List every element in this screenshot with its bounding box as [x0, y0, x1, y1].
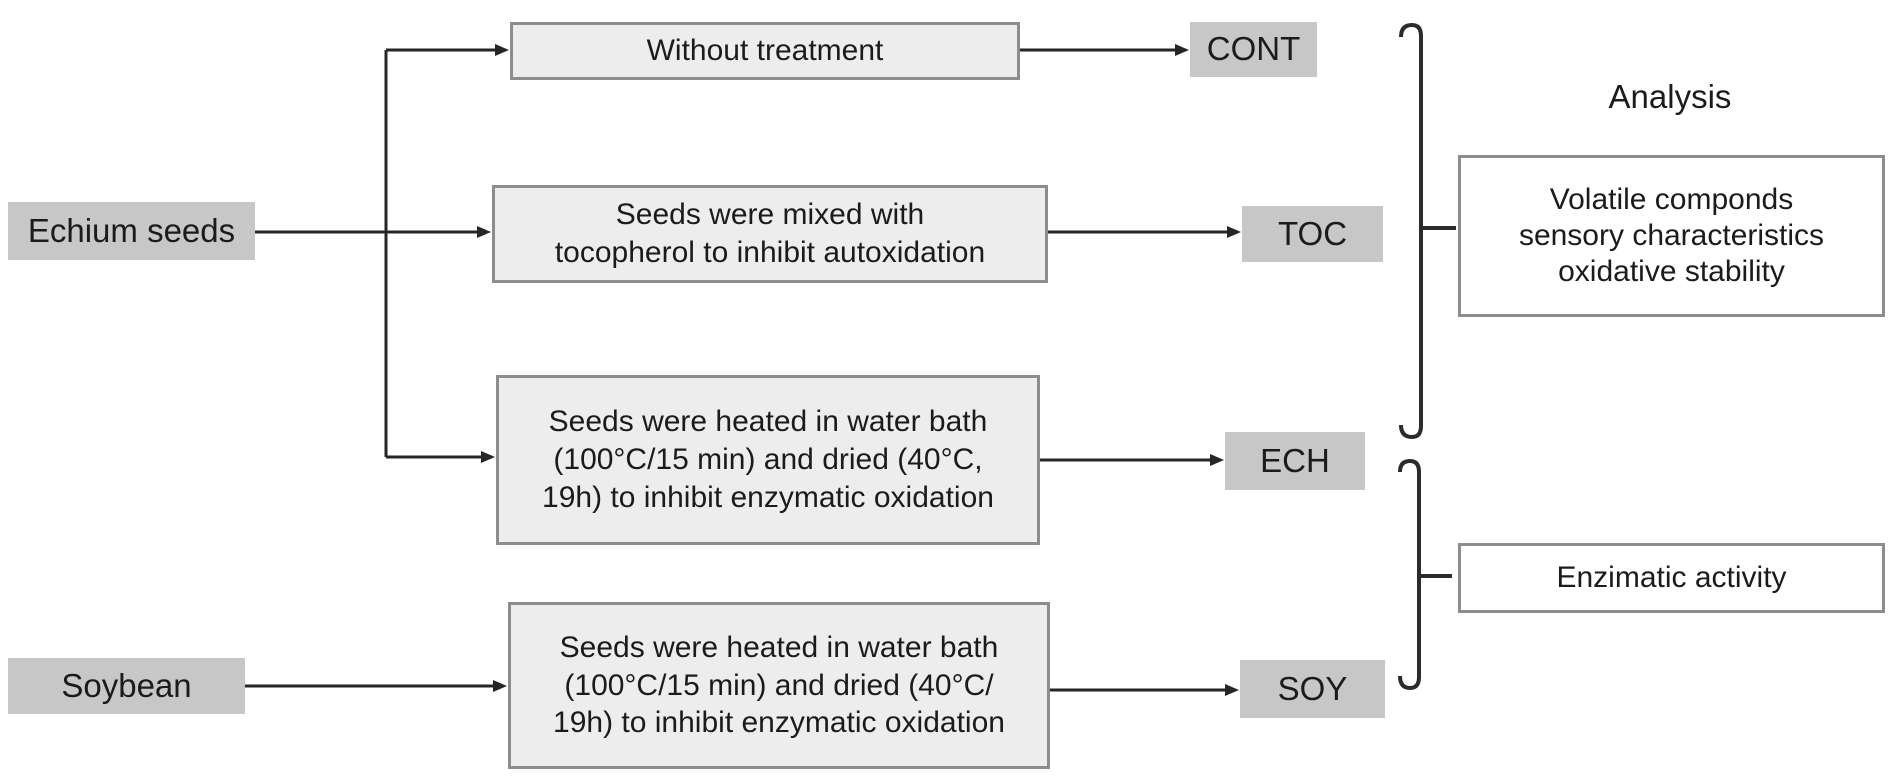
- analysis-title: Analysis: [1608, 78, 1732, 115]
- arrowhead: [481, 451, 495, 463]
- code-tag-soy: SOY: [1240, 660, 1385, 718]
- bracket-enzimatic-group: [1398, 458, 1421, 691]
- source-box-echium-seeds: Echium seeds: [8, 202, 255, 260]
- arrowhead: [495, 44, 509, 56]
- treatment-box-echium-heated: Seeds were heated in water bath (100°C/1…: [496, 375, 1040, 545]
- arrowhead: [1210, 454, 1224, 466]
- arrowhead: [493, 680, 507, 692]
- code-tag-ech: ECH: [1225, 432, 1365, 490]
- bracket-volatile-group: [1399, 22, 1423, 440]
- treatment-box-soybean-heated: Seeds were heated in water bath (100°C/1…: [508, 602, 1050, 769]
- analysis-panel-enzimatic: Enzimatic activity: [1458, 543, 1885, 613]
- arrowhead: [1225, 684, 1239, 696]
- source-box-soybean: Soybean: [8, 658, 245, 714]
- arrowhead: [1175, 44, 1189, 56]
- analysis-panel-volatile: Volatile componds sensory characteristic…: [1458, 155, 1885, 317]
- code-tag-cont: CONT: [1190, 22, 1317, 77]
- arrowhead: [477, 226, 491, 238]
- treatment-box-tocopherol: Seeds were mixed with tocopherol to inhi…: [492, 185, 1048, 283]
- arrowhead: [1227, 226, 1241, 238]
- code-tag-toc: TOC: [1242, 206, 1383, 262]
- treatment-box-without-treatment: Without treatment: [510, 22, 1020, 80]
